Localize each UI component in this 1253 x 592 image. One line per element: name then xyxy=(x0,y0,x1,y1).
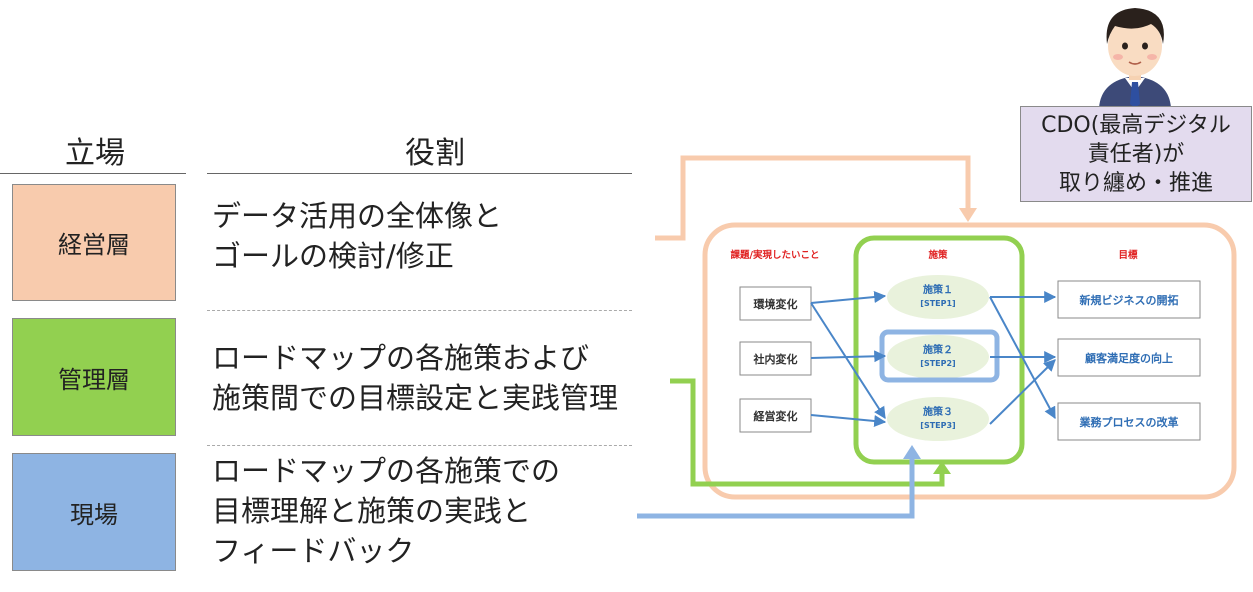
measure-step-3: [STEP3] xyxy=(920,421,955,430)
field-level-box: 現場 xyxy=(12,453,176,571)
issue-label-internal: 社内変化 xyxy=(753,352,798,366)
cdo-person-illustration xyxy=(1085,0,1185,108)
cdo-line-2: 責任者)が xyxy=(1087,141,1185,167)
arrow-mgmt-to-m3 xyxy=(810,414,887,427)
measure-node-3: 施策３ [STEP3] xyxy=(887,397,989,441)
measure-name-1: 施策１ xyxy=(923,283,953,296)
field-level-label: 現場 xyxy=(70,500,118,529)
role-header: 役割 xyxy=(405,136,465,171)
goal-box-customer-satisfaction: 顧客満足度の向上 xyxy=(1057,338,1201,377)
field-role-text: ロードマップの各施策での 目標理解と施策の実践と フィードバック xyxy=(212,451,560,571)
arrow-env-to-m3 xyxy=(810,302,886,420)
management-role-line-1: ロードマップの各施策および xyxy=(212,341,590,375)
position-header-underline xyxy=(0,173,186,174)
position-header: 立場 xyxy=(65,136,125,171)
issue-box-environment: 環境変化 xyxy=(739,286,812,321)
field-flow-arrow xyxy=(637,445,921,519)
management-role-text: ロードマップの各施策および 施策間での目標設定と実践管理 xyxy=(212,338,618,418)
management-level-box: 管理層 xyxy=(12,318,176,436)
executive-role-line-1: データ活用の全体像と xyxy=(212,199,503,233)
cdo-line-3: 取り纏め・推進 xyxy=(1058,170,1213,196)
management-flow-arrow xyxy=(670,378,951,487)
management-level-label: 管理層 xyxy=(58,365,130,394)
measure-step-1: [STEP1] xyxy=(920,299,955,308)
issue-box-internal: 社内変化 xyxy=(739,341,812,376)
field-role-line-3: フィードバック xyxy=(212,534,415,568)
goal-box-process-reform: 業務プロセスの改革 xyxy=(1057,402,1201,441)
arrow-internal-to-m2 xyxy=(810,350,887,363)
divider-1 xyxy=(207,310,632,311)
measure-node-2: 施策２ [STEP2] xyxy=(887,335,989,379)
col-header-measures: 施策 xyxy=(928,249,948,261)
executive-level-box: 経営層 xyxy=(12,184,176,301)
executive-flow-arrow xyxy=(655,155,977,241)
arrow-m3-to-g2 xyxy=(989,359,1056,425)
executive-role-line-2: ゴールの検討/修正 xyxy=(212,239,454,273)
cdo-line-1: CDO(最高デジタル xyxy=(1041,112,1231,138)
divider-2 xyxy=(207,445,632,446)
cdo-box: CDO(最高デジタル 責任者)が 取り纏め・推進 xyxy=(1020,106,1252,202)
measure-node-1: 施策１ [STEP1] xyxy=(887,275,989,319)
measure-step-2: [STEP2] xyxy=(920,359,955,368)
issue-label-environment: 環境変化 xyxy=(754,297,798,311)
goal-label-process-reform: 業務プロセスの改革 xyxy=(1079,415,1179,429)
executive-role-text: データ活用の全体像と ゴールの検討/修正 xyxy=(212,196,502,276)
issue-box-management: 経営変化 xyxy=(739,398,812,433)
connector-arrows xyxy=(810,291,1057,427)
col-header-goals: 目標 xyxy=(1118,249,1138,261)
field-role-line-2: 目標理解と施策の実践と xyxy=(212,494,532,528)
measure-name-3: 施策３ xyxy=(923,405,953,418)
measures-frame xyxy=(853,235,1025,465)
arrow-env-to-m1 xyxy=(810,291,887,304)
field-role-line-1: ロードマップの各施策での xyxy=(212,454,561,488)
role-header-underline xyxy=(207,173,632,174)
issue-label-management: 経営変化 xyxy=(754,409,798,423)
goal-label-customer-satisfaction: 顧客満足度の向上 xyxy=(1085,351,1173,365)
goal-box-new-business: 新規ビジネスの開拓 xyxy=(1057,280,1201,319)
goal-label-new-business: 新規ビジネスの開拓 xyxy=(1080,293,1179,307)
measure-name-2: 施策２ xyxy=(923,343,953,356)
executive-level-label: 経営層 xyxy=(58,231,130,259)
col-header-issues: 課題/実現したいこと xyxy=(731,249,820,261)
management-role-line-2: 施策間での目標設定と実践管理 xyxy=(212,381,619,415)
